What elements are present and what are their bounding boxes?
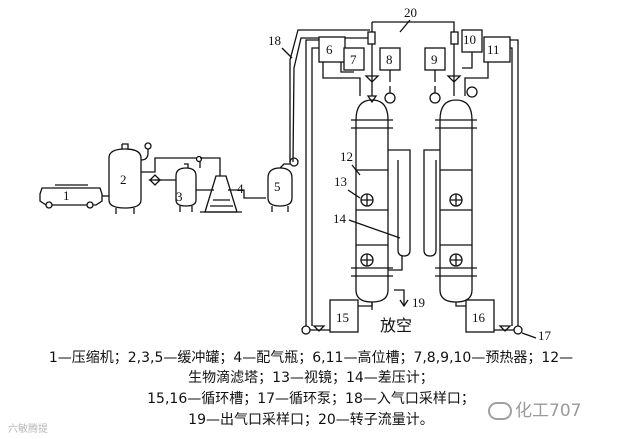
gas-mixing-bottle-4 [200, 175, 242, 213]
label-6: 6 [326, 42, 333, 57]
legend-line-2: 生物滴滤塔；13—视镜；14—差压计； [188, 370, 434, 386]
label-12: 12 [340, 149, 353, 164]
watermark-left: 六敏腾提 [8, 424, 48, 435]
label-5: 5 [274, 179, 281, 194]
circulation-tank-15 [329, 299, 359, 333]
label-15: 15 [336, 310, 349, 325]
label-18: 18 [268, 33, 281, 48]
label-1: 1 [63, 188, 70, 203]
legend-line-3: 15,16—循环槽；17—循环泵；18—入气口采样口； [147, 391, 475, 407]
wechat-logo-icon [488, 402, 512, 420]
legend-line-4: 19—出气口采样口；20—转子流量计。 [188, 412, 434, 428]
circulation-tank-16 [465, 299, 495, 333]
label-10: 10 [463, 32, 476, 47]
preheater-7 [343, 47, 365, 71]
label-8: 8 [386, 52, 393, 67]
label-19: 19 [412, 295, 425, 310]
head-tank-11 [483, 36, 511, 63]
buffer-tank-2 [108, 142, 152, 214]
label-11: 11 [487, 42, 500, 57]
watermark-right-text: 化工707 [515, 401, 582, 421]
label-16: 16 [472, 310, 486, 325]
label-3: 3 [176, 189, 183, 204]
compressor-1 [39, 184, 103, 209]
buffer-tank-5 [267, 163, 293, 212]
diff-pressure-gauge-14 [388, 149, 411, 271]
label-2: 2 [120, 172, 127, 187]
legend-line-1: 1—压缩机；2,3,5—缓冲罐；4—配气瓶；6,11—高位槽；7,8,9,10—… [48, 350, 574, 366]
label-14: 14 [333, 211, 347, 226]
label-4: 4 [237, 181, 244, 196]
vent-label: 放空 [380, 317, 412, 335]
biotrickling-tower-12 [351, 99, 393, 310]
label-13: 13 [334, 174, 347, 189]
label-9: 9 [431, 52, 438, 67]
head-tank-6 [318, 36, 346, 63]
buffer-tank-3 [175, 163, 197, 212]
process-flow-diagram: 1 2 3 4 5 18 20 [39, 5, 552, 343]
sight-glass-13 [360, 193, 374, 267]
label-7: 7 [350, 52, 357, 67]
label-20: 20 [404, 5, 417, 20]
watermark-right: 化工707 [488, 396, 581, 421]
biotrickling-tower-right [423, 99, 477, 303]
label-17: 17 [538, 328, 552, 343]
